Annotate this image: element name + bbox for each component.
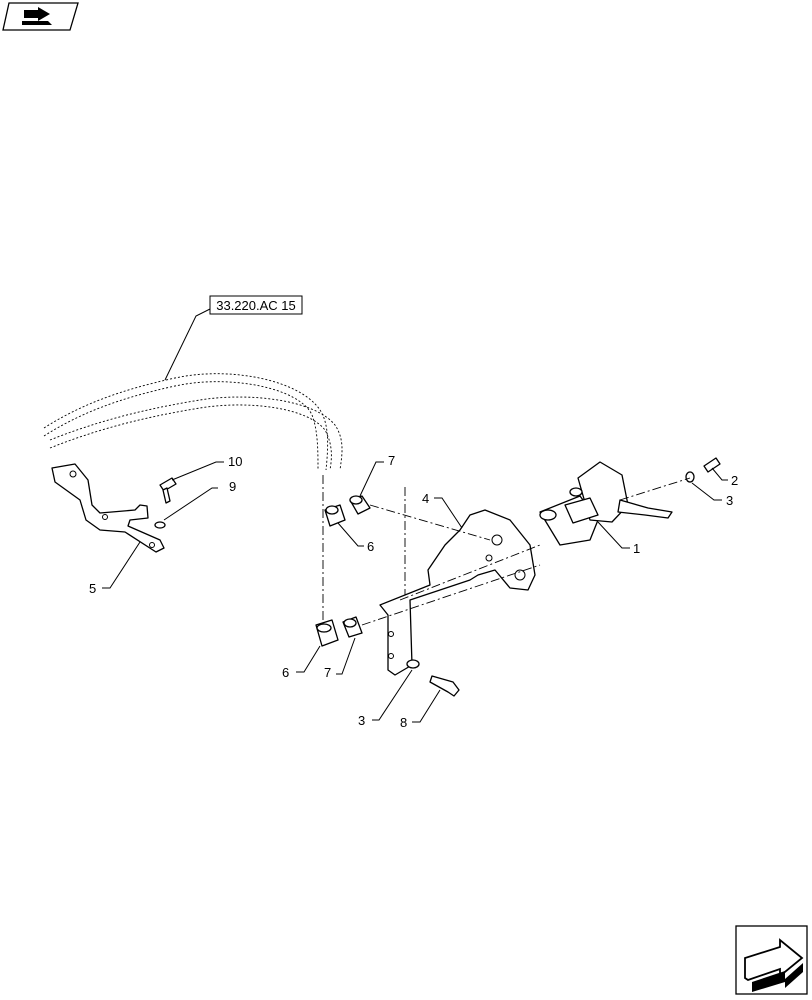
bolt-part-10	[159, 477, 177, 504]
washer-part-9	[154, 521, 166, 529]
reference-label: 33.220.AC 15	[216, 298, 296, 313]
assembly-centerlines	[361, 477, 691, 626]
svg-text:7: 7	[388, 453, 395, 468]
svg-text:5: 5	[89, 581, 96, 596]
washer-part-3-right	[685, 471, 695, 483]
valve-assembly-part-1	[539, 461, 673, 546]
svg-text:1: 1	[633, 541, 640, 556]
bolt-part-8	[429, 675, 460, 697]
svg-text:3: 3	[358, 713, 365, 728]
svg-text:6: 6	[282, 665, 289, 680]
callout-3-right: 3	[691, 482, 733, 508]
callout-6-upper: 6	[337, 522, 374, 554]
hose-lines	[43, 373, 406, 620]
bracket-part-5	[51, 463, 165, 553]
fitting-part-6-lower	[315, 619, 339, 647]
svg-text:8: 8	[400, 715, 407, 730]
callout-9: 9	[163, 479, 236, 521]
callout-10: 10	[171, 454, 242, 481]
callout-3-lower: 3	[358, 669, 413, 728]
svg-text:9: 9	[229, 479, 236, 494]
bolt-part-2	[703, 457, 721, 473]
callout-7-lower: 7	[324, 637, 356, 680]
svg-text:3: 3	[726, 493, 733, 508]
fitting-part-7-upper	[349, 495, 371, 515]
callout-2: 2	[711, 467, 738, 488]
book-arrow-icon[interactable]	[2, 2, 79, 31]
fitting-part-7-lower	[342, 616, 363, 638]
callout-7-upper: 7	[359, 453, 395, 497]
mounting-plate-part-4	[379, 509, 536, 676]
svg-text:6: 6	[367, 539, 374, 554]
svg-text:4: 4	[422, 491, 429, 506]
callout-8: 8	[400, 689, 441, 730]
washer-part-3-lower	[406, 659, 420, 669]
callout-1: 1	[597, 521, 640, 556]
callout-4: 4	[422, 491, 463, 529]
fitting-part-6-upper	[324, 504, 346, 527]
callout-6-lower: 6	[282, 645, 321, 680]
svg-text:7: 7	[324, 665, 331, 680]
reference-link[interactable]: 33.220.AC 15	[164, 295, 303, 381]
svg-text:2: 2	[731, 473, 738, 488]
next-page-arrow-icon[interactable]	[735, 925, 808, 995]
svg-text:10: 10	[228, 454, 242, 469]
callout-5: 5	[89, 541, 141, 596]
